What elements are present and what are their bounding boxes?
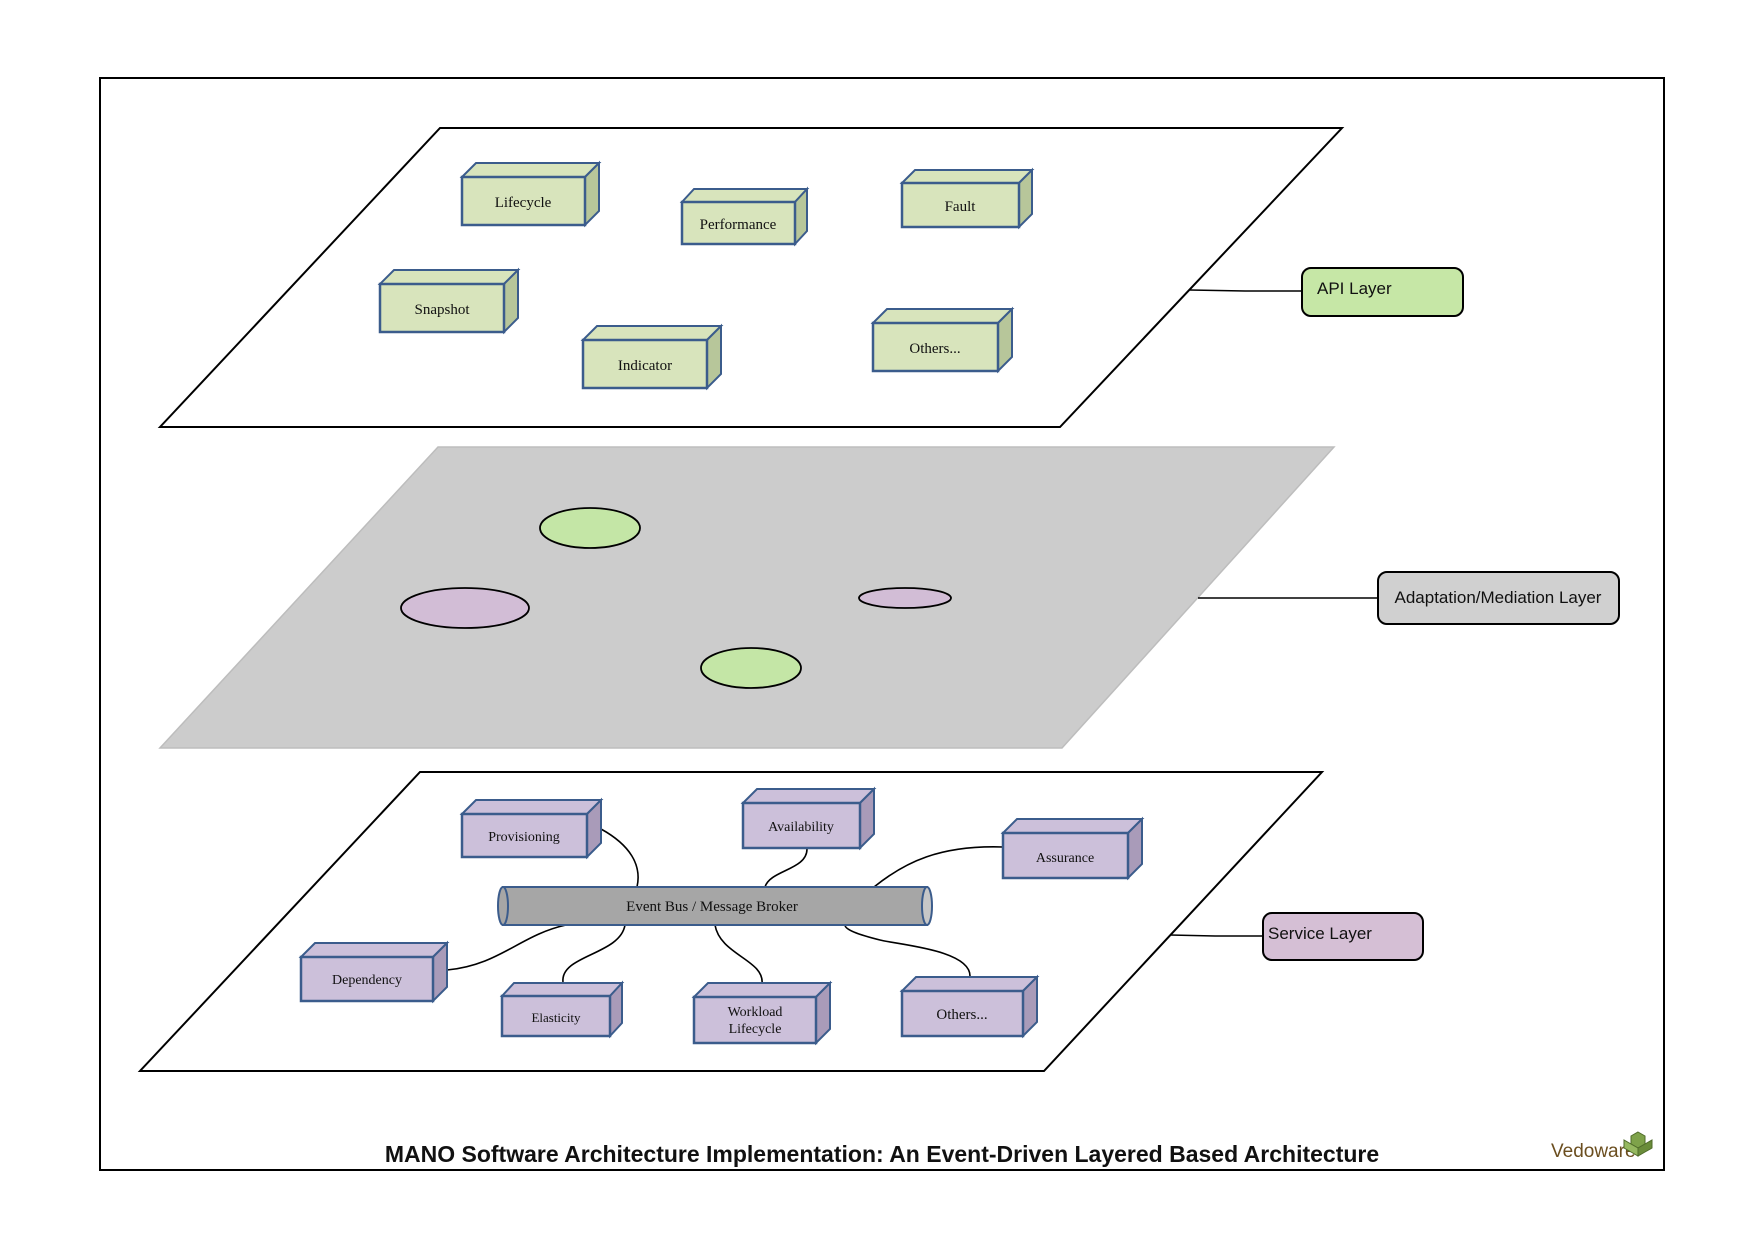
api-component-indicator[interactable]: Indicator — [580, 323, 724, 391]
service-component-label: Assurance — [1036, 851, 1094, 866]
mediation-node-green-lower[interactable] — [700, 647, 802, 689]
api-component-fault[interactable]: Fault — [899, 167, 1035, 230]
api-component-label: Performance — [700, 217, 777, 233]
mediation-node-purple[interactable] — [400, 587, 530, 629]
mediation-layer: Adaptation/Mediation Layer — [158, 446, 1620, 749]
api-component-others[interactable]: Others... — [870, 306, 1015, 374]
cube-cluster-icon — [1623, 1131, 1653, 1157]
service-component-provisioning[interactable]: Provisioning — [459, 797, 604, 860]
service-component-label: Others... — [936, 1007, 987, 1023]
mediation-node-green[interactable] — [539, 507, 641, 549]
service-component-label: Lifecycle — [729, 1022, 782, 1037]
api-component-label: Lifecycle — [495, 195, 552, 211]
api-layer: Lifecycle Performance Fault Snapshot — [157, 127, 1464, 428]
service-component-others[interactable]: Others... — [899, 974, 1040, 1039]
api-component-performance[interactable]: Performance — [679, 186, 810, 247]
mediation-layer-label-box — [1377, 571, 1620, 625]
service-component-label: Workload — [728, 1005, 783, 1020]
mediation-layer-plane — [158, 446, 1336, 749]
api-layer-label: API Layer — [1317, 279, 1392, 298]
event-bus-label: Event Bus / Message Broker — [626, 899, 798, 915]
bus-connections — [446, 828, 1004, 985]
service-component-assurance[interactable]: Assurance — [1000, 816, 1145, 881]
service-component-label: Provisioning — [488, 830, 560, 845]
service-component-availability[interactable]: Availability — [740, 786, 877, 851]
brand-name: Vedoware — [1551, 1141, 1636, 1162]
service-layer-label: Service Layer — [1268, 924, 1372, 943]
mediation-node-purple-small[interactable] — [858, 587, 952, 609]
service-component-label: Elasticity — [531, 1010, 581, 1025]
api-component-label: Snapshot — [414, 302, 470, 318]
service-layer: Event Bus / Message Broker Provisioning … — [137, 771, 1424, 1072]
api-layer-connector — [1189, 289, 1302, 292]
api-component-label: Fault — [945, 199, 977, 215]
service-component-workload-lifecycle[interactable]: Workload Lifecycle — [691, 980, 833, 1046]
event-bus[interactable]: Event Bus / Message Broker — [497, 886, 933, 926]
service-component-elasticity[interactable]: Elasticity — [499, 980, 625, 1039]
diagram-frame — [99, 77, 1665, 1171]
service-layer-label-box — [1262, 912, 1424, 961]
api-layer-label-box — [1301, 267, 1464, 317]
service-component-dependency[interactable]: Dependency — [298, 940, 450, 1004]
api-component-label: Indicator — [618, 358, 672, 374]
service-component-label: Availability — [768, 820, 834, 835]
mediation-layer-label: Adaptation/Mediation Layer — [1395, 588, 1602, 607]
api-layer-plane — [157, 127, 1345, 428]
api-component-lifecycle[interactable]: Lifecycle — [459, 160, 602, 228]
service-layer-connector — [1169, 934, 1263, 937]
api-component-snapshot[interactable]: Snapshot — [377, 267, 521, 335]
diagram-title: MANO Software Architecture Implementatio… — [385, 1141, 1379, 1167]
api-component-label: Others... — [909, 341, 960, 357]
service-component-label: Dependency — [332, 973, 402, 988]
